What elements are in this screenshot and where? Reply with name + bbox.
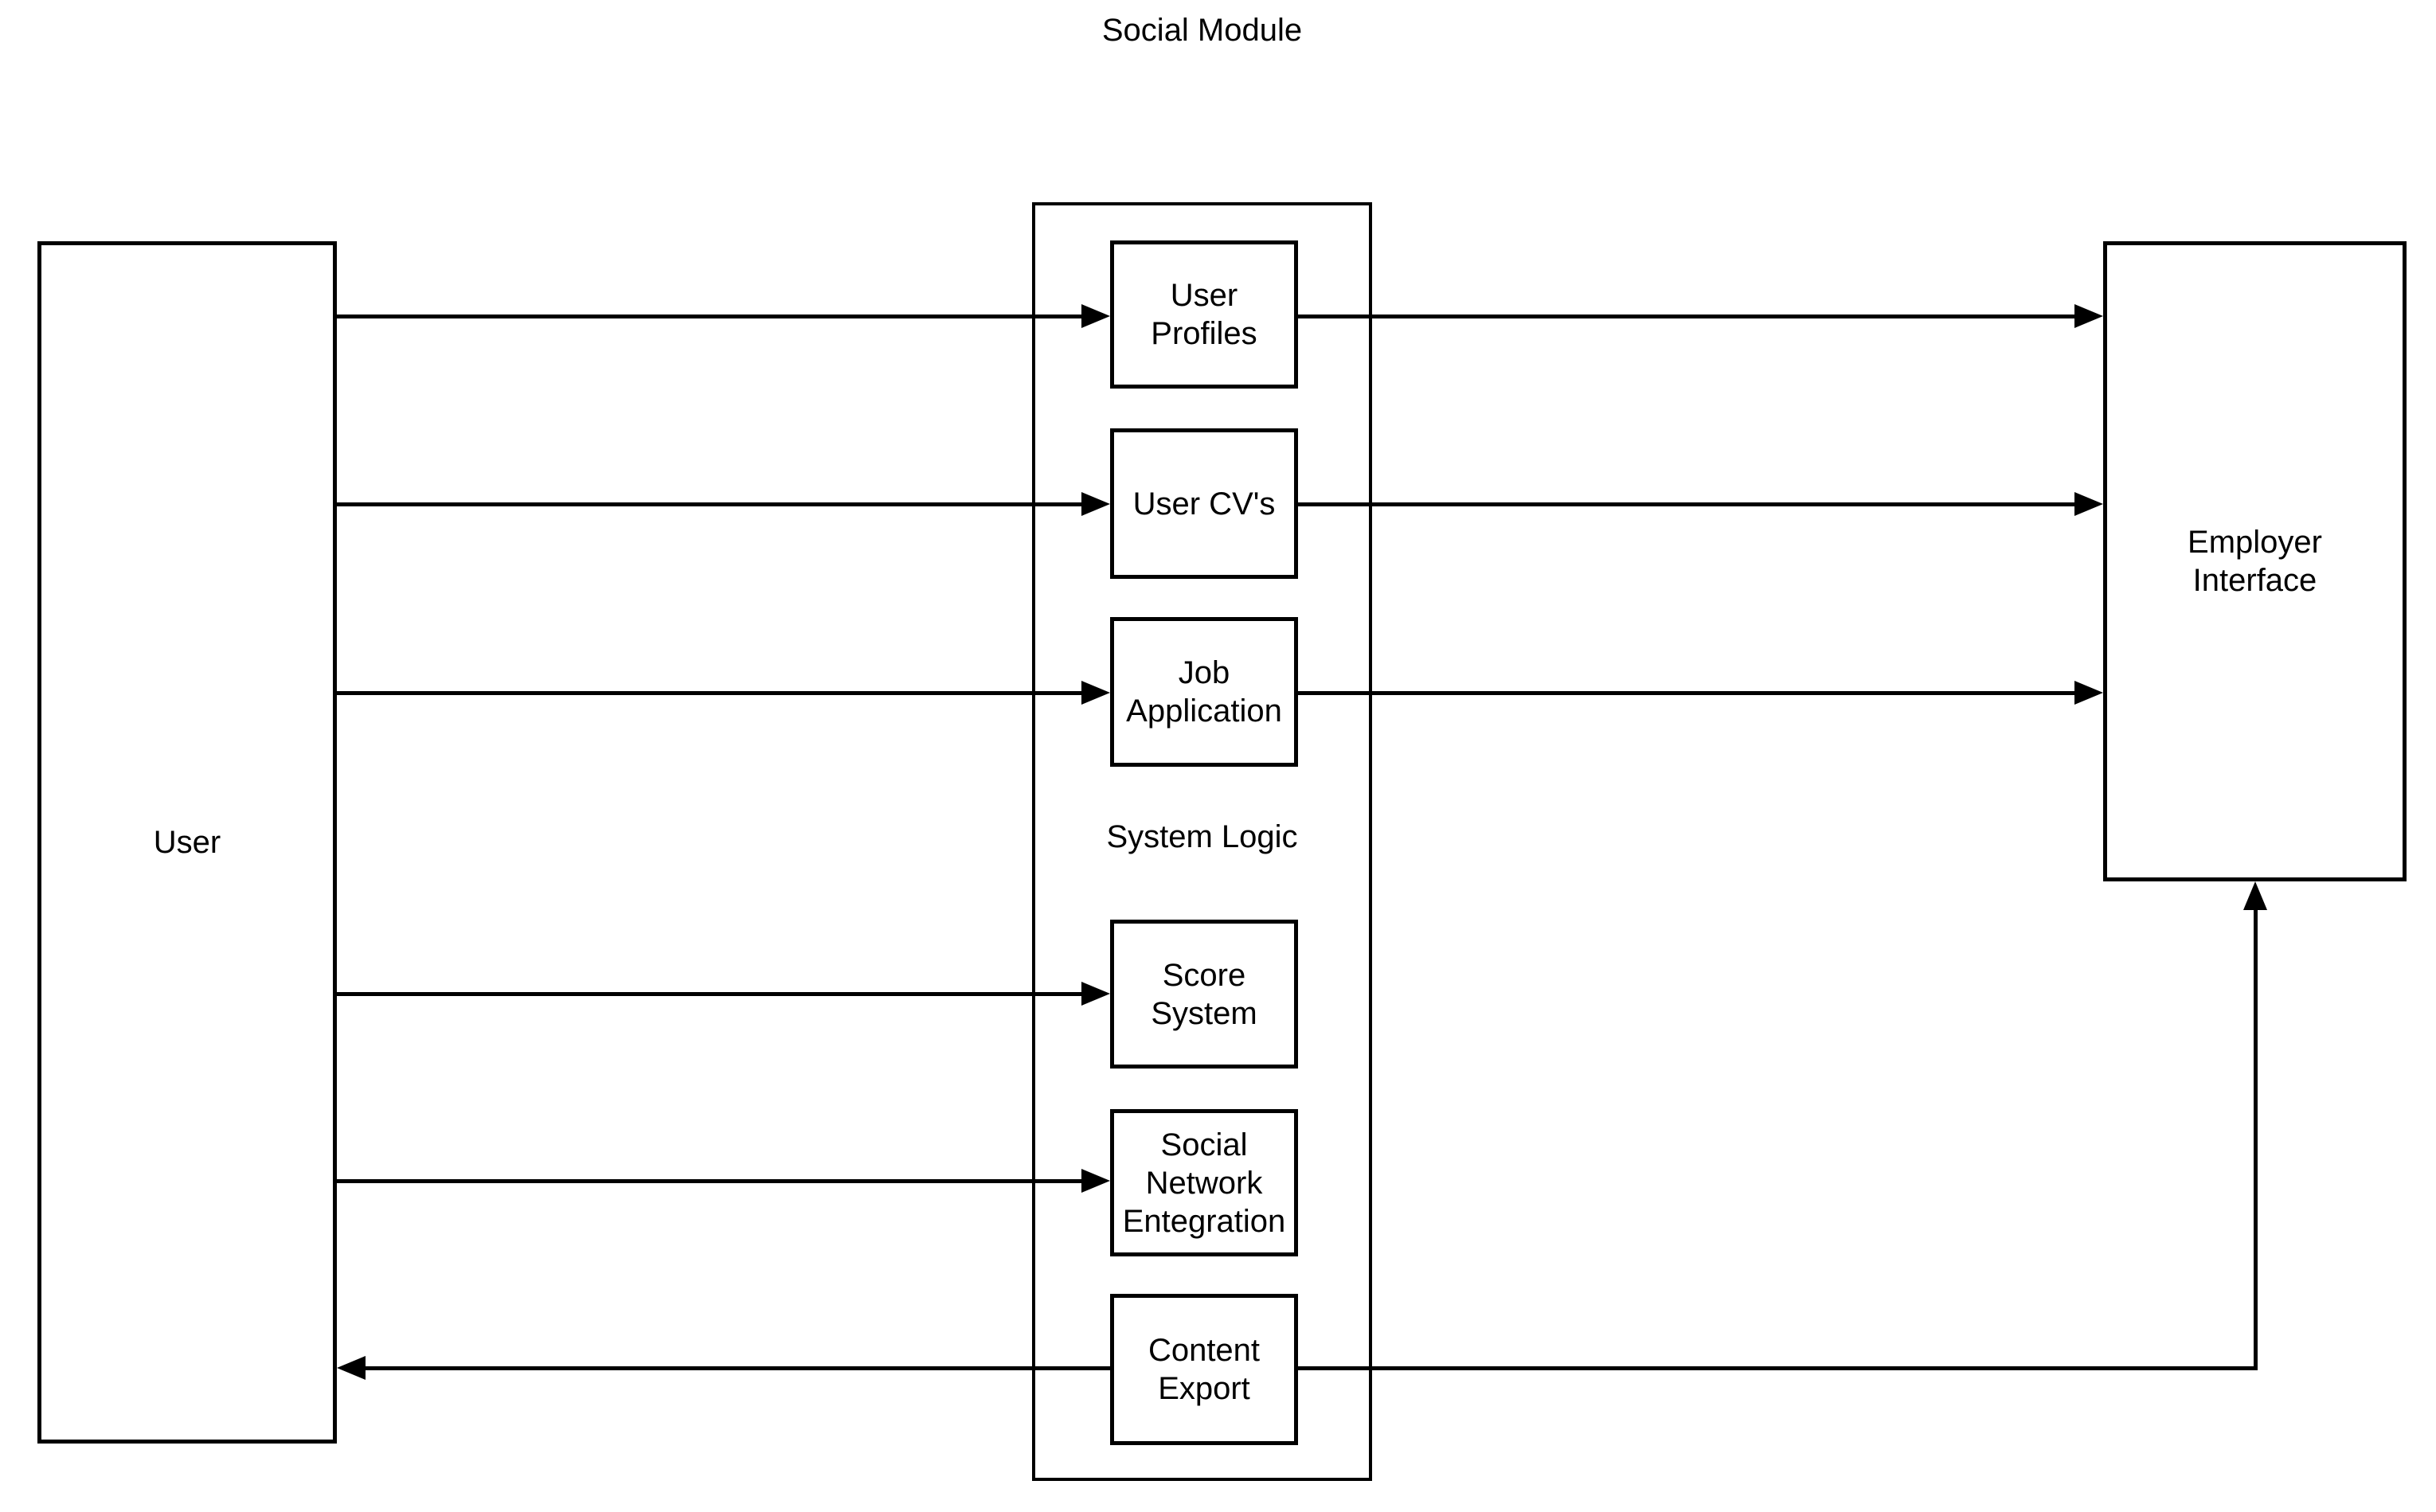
- node-user-cvs: User CV's: [1110, 428, 1298, 579]
- node-employer-interface: Employer Interface: [2103, 241, 2407, 881]
- arrowhead-right-icon: [1081, 304, 1110, 328]
- node-user-profiles: User Profiles: [1110, 240, 1298, 389]
- arrowhead-right-icon: [1081, 492, 1110, 516]
- node-employer-interface-label: Employer Interface: [2188, 525, 2322, 598]
- system-logic-label: System Logic: [1106, 819, 1298, 854]
- node-content-export-label: Content Export: [1148, 1333, 1261, 1406]
- node-user-label: User: [153, 825, 221, 860]
- diagram-title: Social Module: [1101, 13, 1303, 48]
- arrowhead-right-icon: [2074, 492, 2103, 516]
- edge-user-to-job-application: [337, 691, 1083, 695]
- edge-user-to-user-cvs: [337, 502, 1083, 506]
- node-job-application: Job Application: [1110, 617, 1298, 767]
- arrowhead-right-icon: [1081, 1169, 1110, 1193]
- node-social-network-entegration: Social Network Entegration: [1110, 1109, 1298, 1256]
- arrowhead-right-icon: [1081, 982, 1110, 1006]
- edge-content-export-to-employer: [2254, 908, 2258, 1370]
- edge-content-export-to-user: [366, 1366, 2258, 1370]
- edge-user-to-user-profiles: [337, 315, 1083, 318]
- node-social-network-entegration-label: Social Network Entegration: [1122, 1127, 1286, 1239]
- arrowhead-right-icon: [1081, 681, 1110, 705]
- node-user-profiles-label: User Profiles: [1151, 278, 1257, 351]
- edge-user-to-social-network: [337, 1179, 1083, 1183]
- node-score-system: Score System: [1110, 920, 1298, 1069]
- node-job-application-label: Job Application: [1126, 655, 1282, 729]
- arrowhead-left-icon: [337, 1356, 366, 1380]
- edge-user-cvs-to-employer: [1298, 502, 2076, 506]
- edge-user-profiles-to-employer: [1298, 315, 2076, 318]
- node-score-system-label: Score System: [1151, 957, 1257, 1031]
- arrowhead-up-icon: [2243, 881, 2267, 910]
- arrowhead-right-icon: [2074, 681, 2103, 705]
- edge-job-application-to-employer: [1298, 691, 2076, 695]
- edge-user-to-score-system: [337, 992, 1083, 996]
- node-user: User: [37, 241, 337, 1444]
- node-content-export: Content Export: [1110, 1294, 1298, 1445]
- node-user-cvs-label: User CV's: [1132, 486, 1276, 522]
- arrowhead-right-icon: [2074, 304, 2103, 328]
- social-module-container: [1032, 202, 1372, 1481]
